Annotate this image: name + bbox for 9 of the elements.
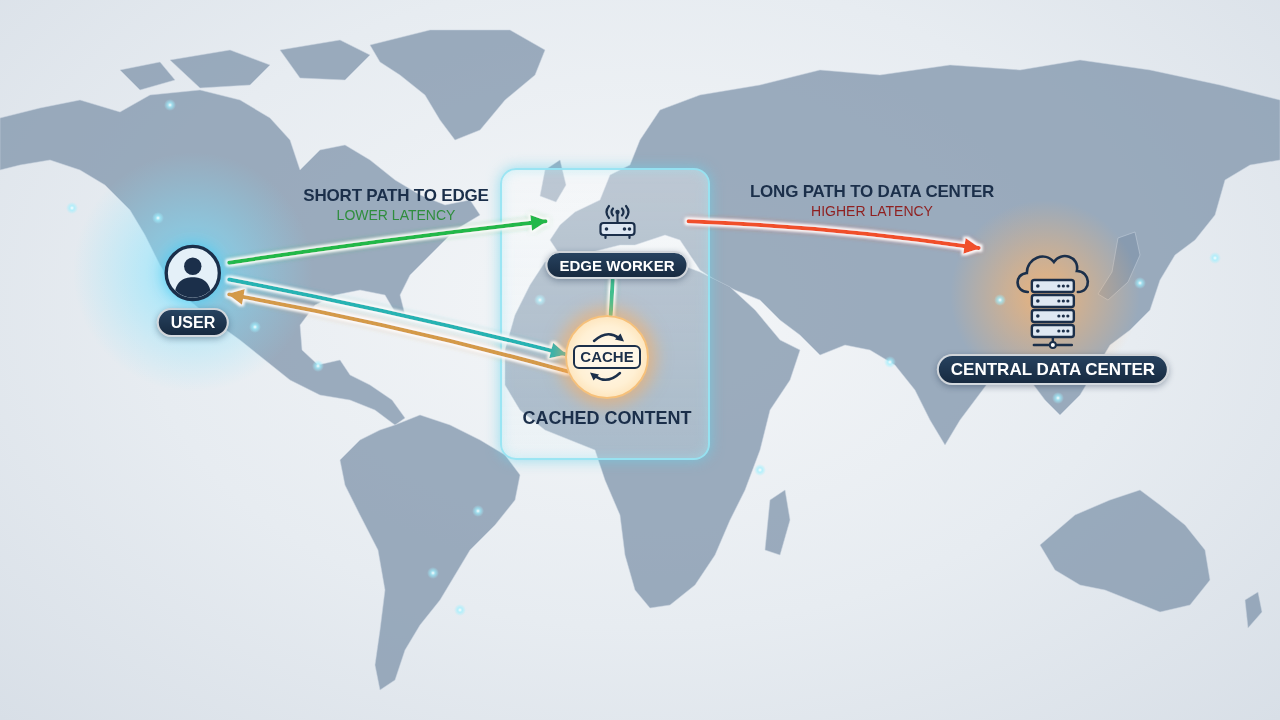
latency-note: HIGHER LATENCY: [811, 203, 933, 219]
node-label: EDGE WORKER: [545, 251, 689, 280]
latency-note: LOWER LATENCY: [336, 207, 456, 223]
edge-label: SHORT PATH TO EDGE: [303, 186, 489, 206]
node-label: CENTRAL DATA CENTER: [936, 354, 1170, 385]
node-label: USER: [156, 308, 230, 338]
cache-label: CACHE: [573, 345, 641, 369]
edge-label: LONG PATH TO DATA CENTER: [749, 182, 995, 202]
node-caption: CACHED CONTENT: [522, 408, 692, 429]
